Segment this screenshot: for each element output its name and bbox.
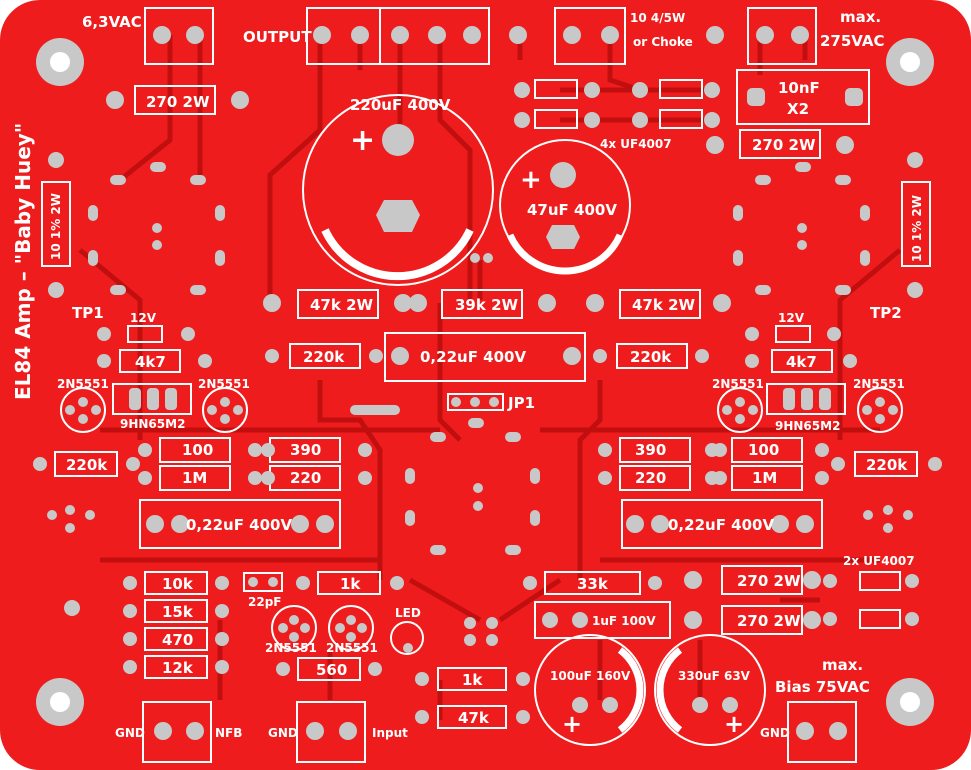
c-022-mid-label: 0,22uF 400V [420, 348, 526, 366]
cap-47-plus: + [520, 165, 542, 195]
cap-100-plus: + [562, 710, 582, 738]
r-390-r-label: 390 [635, 441, 666, 459]
label-bias-max: max. [822, 656, 863, 674]
r-1k-mid-label: 1k [340, 575, 361, 593]
r-47k-r-label: 47k 2W [632, 296, 696, 314]
tp2-label: TP2 [870, 304, 902, 322]
r-12k-label: 12k [162, 659, 194, 677]
electrolytic-caps [302, 94, 766, 746]
cap-330-plus: + [724, 710, 744, 738]
r-1m-r-label: 1M [752, 469, 777, 487]
label-choke2: or Choke [633, 35, 693, 49]
q-b2-label: 2N5551 [326, 641, 378, 655]
c-1uf-label: 1uF 100V [592, 614, 656, 628]
uf4007-4x-label: 4x UF4007 [600, 137, 672, 151]
component-pads [33, 26, 942, 740]
label-mains-max: max. [840, 8, 881, 26]
r-270-b1-label: 270 2W [737, 572, 801, 590]
r-10-left-label: 10 1% 2W [49, 193, 63, 260]
label-gnd-bias: GND [760, 726, 790, 740]
r-270-top-label: 270 2W [146, 93, 210, 111]
r-270-right-label: 270 2W [752, 136, 816, 154]
r-4k7-l-label: 4k7 [135, 353, 166, 371]
tube-socket-left [88, 162, 225, 295]
mounting-holes [36, 38, 934, 726]
r-270-b2-label: 270 2W [737, 612, 801, 630]
q-l2-label: 2N5551 [198, 377, 250, 391]
trim-l-label: 9HN65M2 [120, 417, 185, 431]
c-022-l-label: 0,22uF 400V [186, 516, 292, 534]
r-1k-b-label: 1k [462, 671, 483, 689]
r-560-label: 560 [316, 661, 347, 679]
resistor-bodies [41, 69, 931, 729]
cap-220-plus: + [350, 123, 375, 158]
r-47k-l-label: 47k 2W [310, 296, 374, 314]
label-gnd-nfb: GND [115, 726, 145, 740]
r-470-label: 470 [162, 631, 193, 649]
board-title: EL84 Amp – "Baby Huey" [11, 123, 35, 400]
label-choke: 10 4/5W [630, 11, 685, 25]
r-100-l-label: 100 [182, 441, 213, 459]
label-mains: 275VAC [820, 32, 885, 50]
zener-r-label: 12V [778, 311, 805, 325]
zener-l-label: 12V [130, 311, 157, 325]
r-390-l-label: 390 [290, 441, 321, 459]
q-l1-label: 2N5551 [57, 377, 109, 391]
c-22pf-label: 22pF [248, 595, 282, 609]
r-220-r-label: 220 [635, 469, 666, 487]
tube-socket-right [733, 162, 870, 295]
label-heater: 6,3VAC [82, 13, 142, 31]
r-220k-l-label: 220k [66, 456, 108, 474]
q-b1-label: 2N5551 [265, 641, 317, 655]
tube-socket-center [405, 418, 540, 555]
cap-47-label: 47uF 400V [527, 201, 617, 219]
x2-label: X2 [787, 100, 809, 118]
label-bias: Bias 75VAC [775, 678, 870, 696]
cap-330-label: 330uF 63V [678, 669, 751, 683]
label-output: OUTPUT [243, 28, 312, 46]
r-220k-r-label: 220k [866, 456, 908, 474]
label-gnd-input: GND [268, 726, 298, 740]
label-nfb: NFB [215, 726, 242, 740]
r-10-right-label: 10 1% 2W [910, 195, 924, 262]
cap-100-label: 100uF 160V [550, 669, 631, 683]
trim-r-label: 9HN65M2 [775, 419, 840, 433]
c-022-r-label: 0,22uF 400V [668, 516, 774, 534]
q-r2-label: 2N5551 [853, 377, 905, 391]
transistor-outlines [60, 387, 903, 655]
uf4007-2x-label: 2x UF4007 [843, 554, 915, 568]
led-label: LED [395, 606, 421, 620]
r-220-l-label: 220 [290, 469, 321, 487]
r-220k-top-l-label: 220k [303, 348, 345, 366]
r-1m-l-label: 1M [182, 469, 207, 487]
c-10nf-label: 10nF [778, 79, 820, 97]
r-220k-top-r-label: 220k [630, 348, 672, 366]
tp1-label: TP1 [72, 304, 104, 322]
jp1-label: JP1 [507, 394, 535, 412]
connector-outlines [142, 7, 857, 763]
r-47k-b-label: 47k [458, 709, 490, 727]
r-10k-label: 10k [162, 575, 194, 593]
r-100-r-label: 100 [748, 441, 779, 459]
r-33k-label: 33k [577, 575, 609, 593]
r-15k-label: 15k [162, 603, 194, 621]
cap-220-label: 220uF 400V [350, 96, 451, 114]
r-39k-label: 39k 2W [455, 296, 519, 314]
label-input: Input [372, 726, 408, 740]
diodes [127, 79, 901, 629]
r-4k7-r-label: 4k7 [786, 353, 817, 371]
q-r1-label: 2N5551 [712, 377, 764, 391]
